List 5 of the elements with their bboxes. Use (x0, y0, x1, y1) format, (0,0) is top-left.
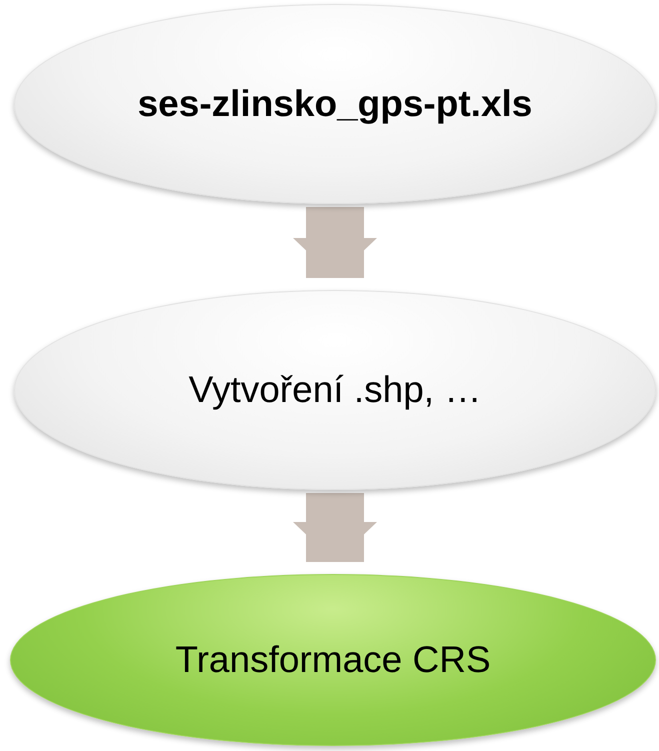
node-label: ses-zlinsko_gps-pt.xls (136, 82, 534, 126)
block-arrow (293, 207, 377, 278)
block-arrow (293, 493, 377, 562)
node-label: Transformace CRS (174, 638, 492, 682)
node-label: Vytvoření .shp, … (188, 368, 482, 412)
